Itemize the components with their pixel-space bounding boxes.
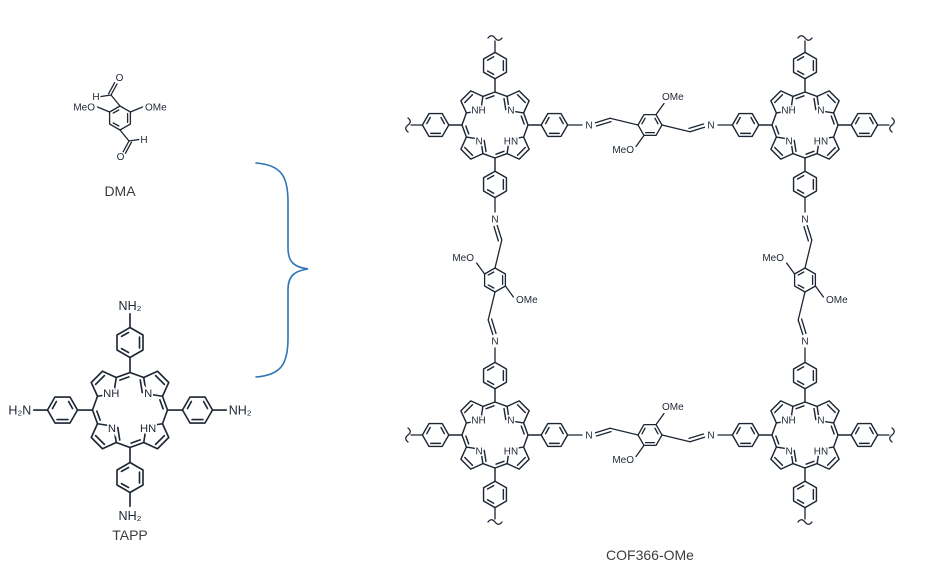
- h2n-label: H₂N: [8, 403, 31, 417]
- aldehyde-h-label: H: [140, 135, 147, 146]
- imine-n-label: N: [707, 431, 714, 442]
- continuation-squiggle: [889, 117, 895, 133]
- imine-top-left: [566, 117, 639, 127]
- dma-bottom-aldehyde-bonds: [119, 129, 140, 154]
- tapp-structure: NH₂ NH₂ H₂N NH₂: [7, 297, 254, 524]
- imine-n-label: N: [491, 215, 498, 226]
- combination-brace: [255, 162, 309, 378]
- dma-methoxy-bonds: [96, 106, 144, 113]
- framework-continuation-bonds: [410, 40, 890, 520]
- linker-ring-top: [637, 113, 663, 137]
- ome-label: OMe: [516, 295, 538, 306]
- tapp-porphyrin-core: [48, 328, 213, 493]
- carbonyl-o-label: O: [116, 73, 124, 84]
- imine-n-label: N: [801, 337, 808, 348]
- dma-structure: O H O H MeO OMe: [72, 72, 168, 165]
- continuation-squiggle: [487, 519, 503, 525]
- nh2-label: NH₂: [119, 509, 142, 523]
- dma-benzene-ring: [108, 105, 132, 131]
- imine-n-label: N: [585, 431, 592, 442]
- methoxy-bonds-left-linker: [475, 262, 515, 298]
- ome-label: OMe: [826, 295, 848, 306]
- linker-ring-bottom: [637, 423, 663, 447]
- continuation-squiggle: [889, 427, 895, 443]
- nh2-label: NH₂: [229, 403, 252, 417]
- linker-ring-right: [793, 267, 817, 293]
- cof-label: COF366-OMe: [606, 547, 694, 563]
- dma-top-aldehyde-bonds: [100, 82, 121, 107]
- imine-right-upper: [803, 196, 813, 269]
- nh2-label: NH₂: [119, 299, 142, 313]
- meo-label: MeO: [762, 253, 784, 264]
- imine-n-label: N: [585, 121, 592, 132]
- linker-ring-left: [483, 267, 507, 293]
- imine-bottom-left: [566, 427, 639, 437]
- carbonyl-o-label: O: [117, 152, 125, 163]
- dma-label: DMA: [104, 183, 136, 199]
- imine-top-right: [661, 123, 734, 133]
- imine-n-label: N: [707, 121, 714, 132]
- methoxy-bonds-top-linker: [635, 102, 665, 148]
- imine-left-upper: [493, 196, 503, 269]
- imine-n-label: N: [801, 215, 808, 226]
- tapp-amine-bonds: [32, 312, 228, 508]
- continuation-squiggle: [797, 519, 813, 525]
- meo-label: MeO: [612, 455, 634, 466]
- imine-left-lower: [487, 291, 497, 364]
- continuation-squiggle: [797, 35, 813, 41]
- meo-label: MeO: [73, 103, 95, 114]
- methoxy-bonds-bottom-linker: [635, 412, 665, 458]
- meo-label: MeO: [612, 145, 634, 156]
- cof-porphyrin-top-right: [732, 52, 877, 197]
- continuation-squiggle: [487, 35, 503, 41]
- continuation-squiggle: [405, 427, 411, 443]
- cof-porphyrin-bottom-left: [422, 362, 567, 507]
- cof-porphyrin-bottom-right: [732, 362, 877, 507]
- methoxy-bonds-right-linker: [785, 262, 825, 298]
- cof-structure: N N N N N N N N OMe MeO OMe MeO MeO OMe …: [405, 35, 895, 525]
- continuation-squiggle: [405, 117, 411, 133]
- aldehyde-h-label: H: [92, 92, 99, 103]
- imine-n-label: N: [491, 337, 498, 348]
- ome-label: OMe: [145, 103, 167, 114]
- meo-label: MeO: [452, 253, 474, 264]
- imine-bottom-right: [661, 433, 734, 443]
- cof-porphyrin-top-left: [422, 52, 567, 197]
- imine-right-lower: [797, 291, 807, 364]
- ome-label: OMe: [662, 92, 684, 103]
- tapp-label: TAPP: [112, 527, 148, 543]
- ome-label: OMe: [662, 402, 684, 413]
